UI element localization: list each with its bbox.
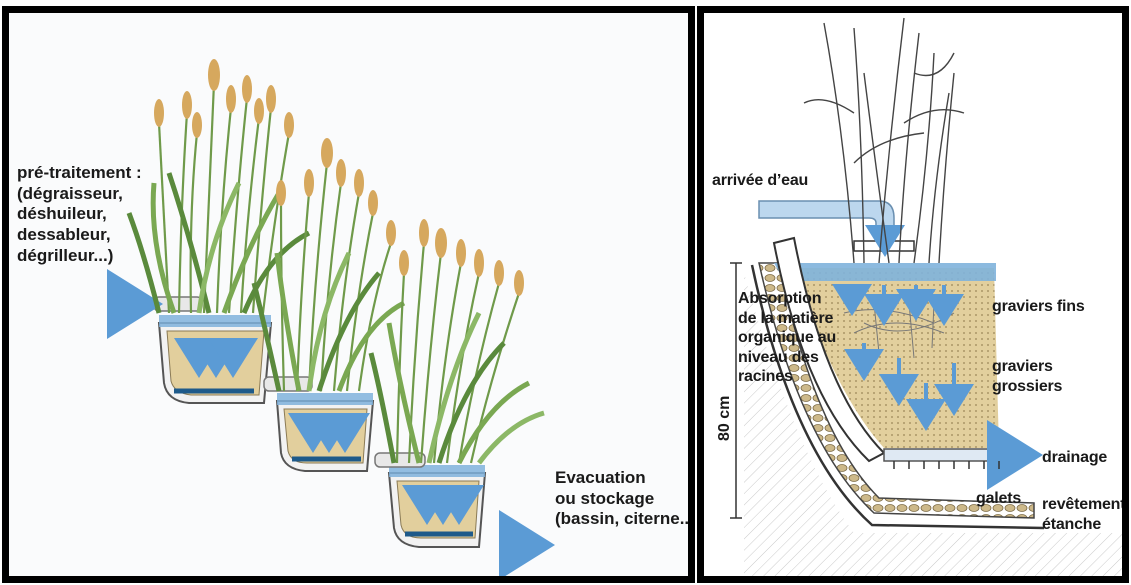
fine-gravel-label: graviers fins xyxy=(992,297,1085,317)
inlet-pipe xyxy=(759,201,894,241)
drainage-label: drainage xyxy=(1042,448,1107,468)
pretreatment-label: pré-traitement : (dégraisseur, déshuileu… xyxy=(17,163,142,267)
water-inlet-label: arrivée d’eau xyxy=(712,171,808,191)
right-panel-reed-bed-section: arrivée d’eau Absorption de la matière o… xyxy=(697,6,1129,583)
basin-2 xyxy=(277,393,373,471)
reed-flowers-3 xyxy=(399,219,524,296)
coarse-gravel-label: graviers grossiers xyxy=(992,357,1062,396)
drain-slots xyxy=(894,461,999,469)
reed-stems xyxy=(804,18,964,263)
depth-label: 80 cm xyxy=(716,396,734,441)
liner-label: revêtement étanche xyxy=(1042,495,1125,534)
absorption-label: Absorption de la matière organique au ni… xyxy=(738,289,836,387)
drainage-pipe xyxy=(884,449,1024,461)
basin-3 xyxy=(389,465,485,547)
reed-flowers-1 xyxy=(154,59,294,138)
pebbles-label: galets xyxy=(976,489,1021,509)
evacuation-label: Evacuation ou stockage (bassin, citerne.… xyxy=(555,468,695,530)
basin-1 xyxy=(159,315,271,403)
water-surface xyxy=(774,263,996,281)
left-panel-terraced-reed-beds: pré-traitement : (dégraisseur, déshuileu… xyxy=(2,6,695,583)
